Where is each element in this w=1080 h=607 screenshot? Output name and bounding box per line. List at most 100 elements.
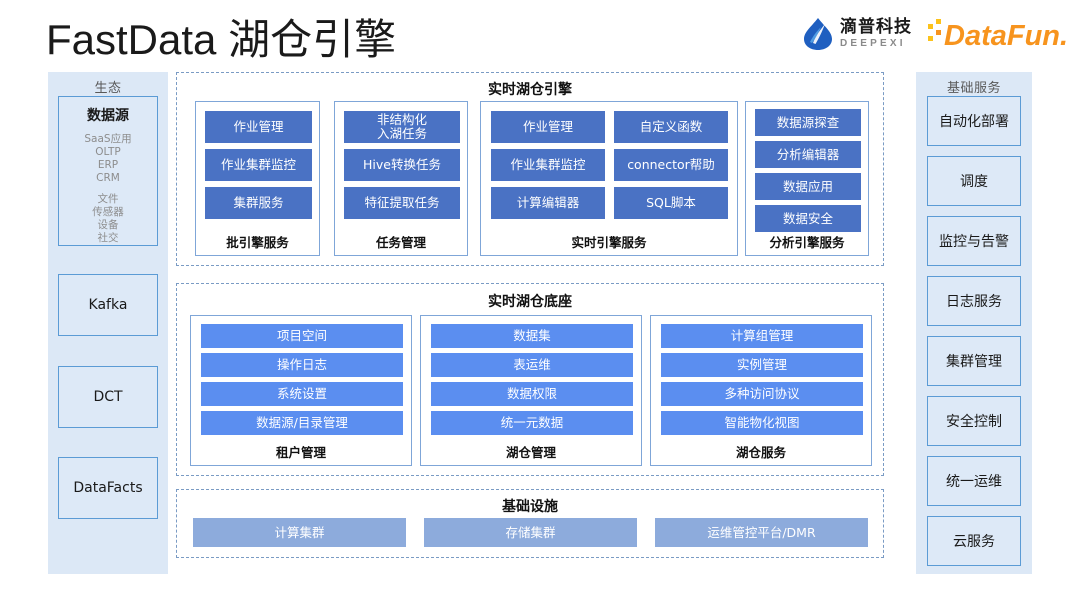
panel-task-management: 非结构化 入湖任务 Hive转换任务 特征提取任务 任务管理 xyxy=(334,101,468,256)
title-cn: 湖仓引擎 xyxy=(228,15,397,64)
chip-cluster-service[interactable]: 集群服务 xyxy=(205,187,312,219)
section-title: 实时湖仓引擎 xyxy=(488,82,572,98)
chip-storage-cluster[interactable]: 存储集群 xyxy=(424,518,637,547)
chip-feature-extract-task[interactable]: 特征提取任务 xyxy=(344,187,460,219)
chip-hive-transform-task[interactable]: Hive转换任务 xyxy=(344,149,460,181)
datasource-item: OLTP xyxy=(95,146,121,158)
chip-unstructured-ingest-task[interactable]: 非结构化 入湖任务 xyxy=(344,111,460,143)
chip-data-permission[interactable]: 数据权限 xyxy=(431,382,633,406)
deepexi-name-en: DEEPEXI xyxy=(840,38,906,49)
chip-operation-log[interactable]: 操作日志 xyxy=(201,353,403,377)
panel-footer-label: 实时引擎服务 xyxy=(571,235,647,250)
right-sidebar-heading: 基础服务 xyxy=(946,81,1001,96)
page-title: FastData 湖仓引擎 xyxy=(46,6,396,67)
sidebar-item-cluster-mgmt[interactable]: 集群管理 xyxy=(927,336,1021,386)
panel-footer-label: 租户管理 xyxy=(275,445,326,460)
datasource-item: SaaS应用 xyxy=(84,133,132,145)
sidebar-item-label: 云服务 xyxy=(953,534,995,550)
panel-analytics-engine-service: 数据源探查 分析编辑器 数据应用 数据安全 分析引擎服务 xyxy=(745,101,869,256)
chip-dataset[interactable]: 数据集 xyxy=(431,324,633,348)
datasource-group-b: 文件 传感器 设备 社交 xyxy=(92,193,124,245)
sidebar-item-label: 安全控制 xyxy=(946,414,1002,430)
sidebar-item-label: 自动化部署 xyxy=(939,114,1009,130)
water-droplet-icon xyxy=(803,17,833,51)
chip-compute-editor[interactable]: 计算编辑器 xyxy=(491,187,605,219)
sidebar-item-label: Kafka xyxy=(88,297,128,313)
chip-job-management[interactable]: 作业管理 xyxy=(205,111,312,143)
chip-compute-group-management[interactable]: 计算组管理 xyxy=(661,324,863,348)
sidebar-item-security-control[interactable]: 安全控制 xyxy=(927,396,1021,446)
sidebar-item-label: 集群管理 xyxy=(946,354,1002,370)
chip-data-security[interactable]: 数据安全 xyxy=(755,205,861,232)
chip-system-settings[interactable]: 系统设置 xyxy=(201,382,403,406)
panel-footer-label: 湖仓服务 xyxy=(735,445,786,460)
panel-lakehouse-management: 数据集 表运维 数据权限 统一元数据 湖仓管理 xyxy=(420,315,642,466)
datasource-item: 传感器 xyxy=(92,206,124,218)
panel-realtime-engine-service: 作业管理 作业集群监控 计算编辑器 自定义函数 connector帮助 SQL脚… xyxy=(480,101,738,256)
sidebar-item-label: DataFacts xyxy=(73,480,143,496)
sidebar-item-cloud-service[interactable]: 云服务 xyxy=(927,516,1021,566)
chip-connector-help[interactable]: connector帮助 xyxy=(614,149,728,181)
chip-job-cluster-monitor[interactable]: 作业集群监控 xyxy=(491,149,605,181)
sidebar-item-kafka[interactable]: Kafka xyxy=(58,274,158,336)
chip-job-cluster-monitor[interactable]: 作业集群监控 xyxy=(205,149,312,181)
section-realtime-lakehouse-engine: 实时湖仓引擎 作业管理 作业集群监控 集群服务 批引擎服务 非结构化 入湖任务 … xyxy=(176,72,884,266)
chip-sql-script[interactable]: SQL脚本 xyxy=(614,187,728,219)
chip-project-space[interactable]: 项目空间 xyxy=(201,324,403,348)
datasource-item: 文件 xyxy=(97,193,119,205)
sidebar-item-label: 调度 xyxy=(960,174,988,190)
datasource-group-a: SaaS应用 OLTP ERP CRM xyxy=(84,133,131,185)
chip-ops-platform-dmr[interactable]: 运维管控平台/DMR xyxy=(655,518,868,547)
svg-text:DataFun.: DataFun. xyxy=(944,20,1068,52)
chip-data-application[interactable]: 数据应用 xyxy=(755,173,861,200)
panel-lakehouse-service: 计算组管理 实例管理 多种访问协议 智能物化视图 湖仓服务 xyxy=(650,315,872,466)
title-en: FastData xyxy=(46,16,217,63)
sidebar-item-unified-ops[interactable]: 统一运维 xyxy=(927,456,1021,506)
sidebar-item-monitor-alert[interactable]: 监控与告警 xyxy=(927,216,1021,266)
left-sidebar: 生态 数据源 SaaS应用 OLTP ERP CRM 文件 传感器 设备 社交 … xyxy=(48,72,168,574)
panel-footer-label: 批引擎服务 xyxy=(226,235,289,250)
logo-group: 滴普科技 DEEPEXI DataFun. xyxy=(797,14,1074,54)
deepexi-logo: 滴普科技 DEEPEXI xyxy=(797,14,918,54)
sidebar-item-datafacts[interactable]: DataFacts xyxy=(58,457,158,519)
datasource-item: 社交 xyxy=(97,232,119,244)
sidebar-item-scheduling[interactable]: 调度 xyxy=(927,156,1021,206)
sidebar-item-label: 统一运维 xyxy=(946,474,1002,490)
datasource-item: 设备 xyxy=(97,219,119,231)
panel-footer-label: 湖仓管理 xyxy=(505,445,556,460)
chip-analysis-editor[interactable]: 分析编辑器 xyxy=(755,141,861,168)
chip-instance-management[interactable]: 实例管理 xyxy=(661,353,863,377)
chip-compute-cluster[interactable]: 计算集群 xyxy=(193,518,406,547)
datafun-logo: DataFun. xyxy=(924,14,1074,54)
chip-datasource-catalog-management[interactable]: 数据源/目录管理 xyxy=(201,411,403,435)
sidebar-item-auto-deploy[interactable]: 自动化部署 xyxy=(927,96,1021,146)
sidebar-item-dct[interactable]: DCT xyxy=(58,366,158,428)
section-title: 实时湖仓底座 xyxy=(488,294,572,310)
datasource-item: ERP xyxy=(97,159,119,171)
datasource-item: CRM xyxy=(96,172,120,184)
deepexi-name-cn: 滴普科技 xyxy=(840,17,912,37)
section-title: 基础设施 xyxy=(502,499,558,515)
sidebar-item-label: 监控与告警 xyxy=(939,234,1009,250)
panel-footer-label: 任务管理 xyxy=(375,235,426,250)
section-realtime-lakehouse-base: 实时湖仓底座 项目空间 操作日志 系统设置 数据源/目录管理 租户管理 数据集 … xyxy=(176,283,884,476)
chip-custom-function[interactable]: 自定义函数 xyxy=(614,111,728,143)
left-sidebar-heading: 生态 xyxy=(94,81,122,96)
panel-tenant-management: 项目空间 操作日志 系统设置 数据源/目录管理 租户管理 xyxy=(190,315,412,466)
sidebar-item-log-service[interactable]: 日志服务 xyxy=(927,276,1021,326)
sidebar-item-label: DCT xyxy=(93,389,123,405)
slide-header: FastData 湖仓引擎 滴普科技 DEEPEXI xyxy=(0,0,1080,70)
deepexi-wordmark: 滴普科技 DEEPEXI xyxy=(840,19,912,49)
chip-unified-metadata[interactable]: 统一元数据 xyxy=(431,411,633,435)
chip-datasource-探查[interactable]: 数据源探查 xyxy=(755,109,861,136)
panel-footer-label: 分析引擎服务 xyxy=(769,235,845,250)
section-infrastructure: 基础设施 计算集群 存储集群 运维管控平台/DMR xyxy=(176,489,884,558)
datasource-title: 数据源 xyxy=(87,108,129,124)
sidebar-item-datasource[interactable]: 数据源 SaaS应用 OLTP ERP CRM 文件 传感器 设备 社交 xyxy=(58,96,158,246)
chip-multi-access-protocol[interactable]: 多种访问协议 xyxy=(661,382,863,406)
chip-smart-materialized-view[interactable]: 智能物化视图 xyxy=(661,411,863,435)
panel-batch-engine-service: 作业管理 作业集群监控 集群服务 批引擎服务 xyxy=(195,101,320,256)
chip-table-ops[interactable]: 表运维 xyxy=(431,353,633,377)
chip-job-management[interactable]: 作业管理 xyxy=(491,111,605,143)
